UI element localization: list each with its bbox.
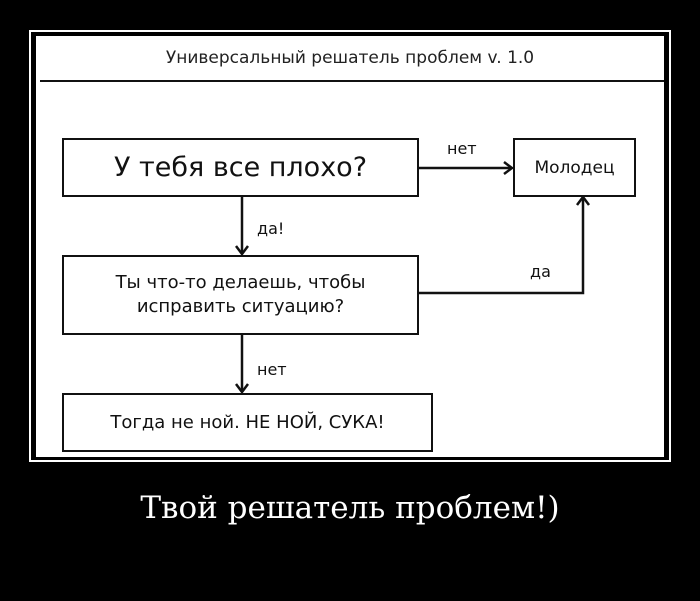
node-question-doing: Ты что-то делаешь, чтобы исправить ситуа… <box>62 255 419 335</box>
edge-label-no: нет <box>257 360 287 379</box>
node-dont-whine: Тогда не ной. НЕ НОЙ, СУКА! <box>62 393 433 452</box>
flowchart-title: Универсальный решатель проблем v. 1.0 <box>165 48 535 68</box>
node-question-bad: У тебя все плохо? <box>62 138 419 197</box>
flowchart-panel <box>36 36 664 457</box>
poster-frame <box>29 30 671 462</box>
arrowhead-icon <box>235 383 249 395</box>
node-text: У тебя все плохо? <box>113 152 368 183</box>
node-text: Тогда не ной. НЕ НОЙ, СУКА! <box>110 412 385 433</box>
node-well-done: Молодец <box>513 138 636 197</box>
edge-q2-yes <box>418 199 585 295</box>
arrowhead-icon <box>576 194 590 206</box>
node-text-line1: Ты что-то делаешь, чтобы <box>115 272 366 293</box>
arrowhead-icon <box>503 161 515 175</box>
edge-label-yes: да! <box>257 219 285 238</box>
arrowhead-icon <box>235 245 249 257</box>
node-text: Молодец <box>534 157 615 178</box>
node-text-line2: исправить ситуацию? <box>136 296 345 317</box>
edge-label-yes: да <box>530 262 551 281</box>
edge-label-no: нет <box>447 139 477 158</box>
poster-caption: Твой решатель проблем!) <box>140 490 560 526</box>
title-divider <box>40 80 664 82</box>
